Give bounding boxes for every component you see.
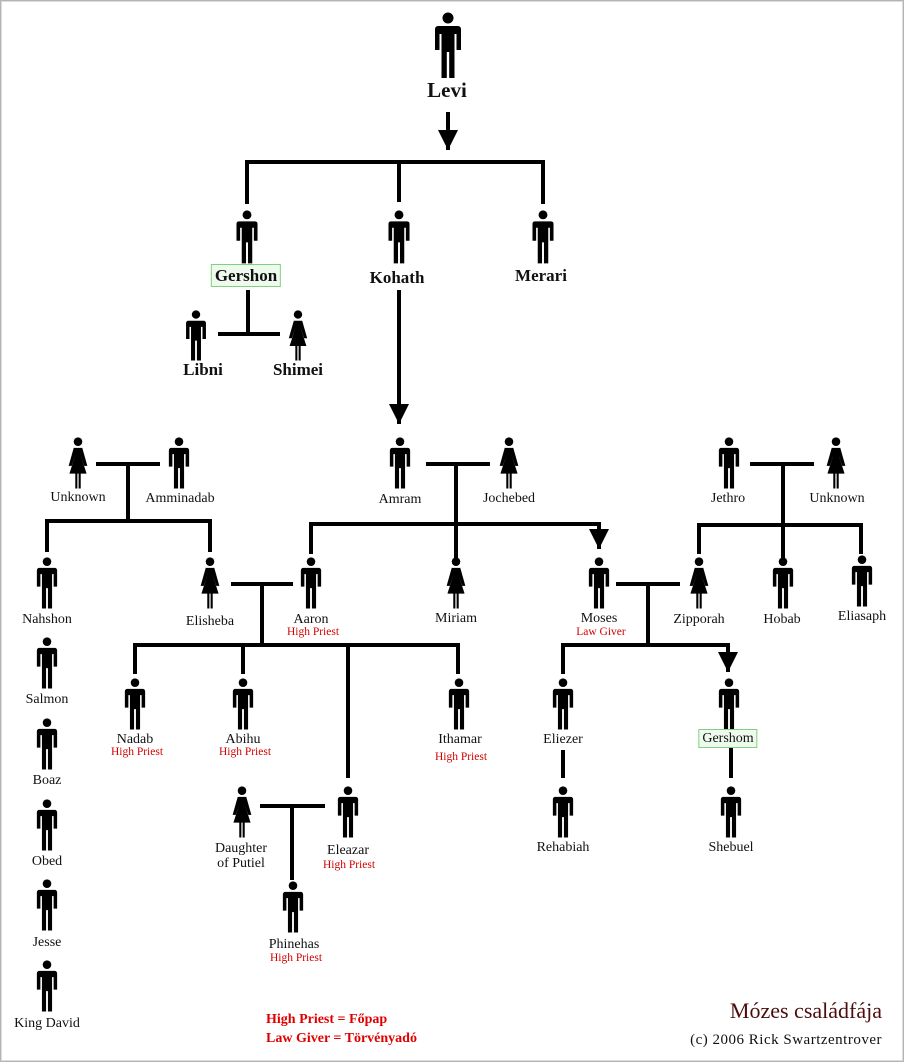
male-figure-icon: [36, 960, 58, 1012]
female-figure-icon: [499, 437, 519, 489]
female-figure-icon: [232, 786, 252, 838]
person-jesse: Jesse: [32, 935, 62, 950]
female-figure-icon: [288, 310, 308, 361]
male-figure-icon: [388, 210, 410, 264]
male-figure-icon: [552, 786, 574, 838]
male-figure-icon: [532, 210, 554, 264]
male-figure-icon: [124, 678, 146, 730]
person-aaron: Aaron: [293, 612, 329, 627]
person-king-david: King David: [14, 1016, 80, 1031]
male-figure-icon: [236, 210, 258, 264]
person-gershon: Gershon: [210, 264, 282, 287]
person-boaz: Boaz: [32, 773, 62, 788]
male-figure-icon: [389, 437, 411, 489]
male-figure-icon: [232, 678, 254, 730]
legend-high-priest: High Priest = Főpap: [266, 1012, 388, 1027]
diagram-title: Mózes családfája: [729, 998, 882, 1023]
role-eleazar: High Priest: [322, 859, 376, 871]
person-jochebed: Jochebed: [482, 491, 536, 506]
male-figure-icon: [36, 557, 58, 609]
person-salmon: Salmon: [25, 692, 69, 707]
male-figure-icon: [186, 310, 206, 361]
person-unknown-right: Unknown: [809, 491, 865, 506]
male-figure-icon: [448, 678, 470, 730]
person-levi: Levi: [427, 78, 467, 102]
person-gershom: Gershom: [698, 729, 758, 748]
female-figure-icon: [826, 437, 846, 489]
female-figure-icon: [446, 557, 466, 609]
person-unknown-left: Unknown: [50, 490, 106, 505]
person-ithamar: Ithamar: [438, 732, 482, 747]
female-figure-icon: [68, 437, 88, 489]
person-nahshon: Nahshon: [22, 612, 72, 627]
male-figure-icon: [718, 437, 740, 489]
male-figure-icon: [772, 557, 794, 609]
male-figure-icon: [282, 881, 304, 933]
person-miriam: Miriam: [435, 611, 477, 626]
male-figure-icon: [718, 678, 740, 730]
person-eleazar: Eleazar: [327, 843, 369, 858]
person-amram: Amram: [378, 492, 422, 507]
male-figure-icon: [36, 799, 58, 851]
person-shimei: Shimei: [272, 360, 324, 379]
female-figure-icon: [689, 557, 709, 609]
role-ithamar: High Priest: [434, 751, 488, 763]
person-elisheba: Elisheba: [185, 614, 235, 629]
male-figure-icon: [36, 718, 58, 770]
person-moses: Moses: [580, 611, 618, 626]
person-zipporah: Zipporah: [673, 612, 725, 627]
person-obed: Obed: [31, 854, 63, 869]
person-rehabiah: Rehabiah: [536, 840, 590, 855]
male-figure-icon: [720, 786, 742, 838]
person-abihu: Abihu: [225, 732, 261, 747]
male-figure-icon: [36, 879, 58, 931]
male-figure-icon: [168, 437, 190, 489]
person-gershon-label: Gershon: [210, 264, 282, 287]
person-hobab: Hobab: [763, 612, 801, 627]
person-amminadab: Amminadab: [145, 491, 215, 506]
male-figure-icon: [435, 12, 461, 78]
person-eliezer: Eliezer: [543, 732, 583, 747]
male-figure-icon: [588, 557, 610, 609]
person-merari: Merari: [515, 266, 567, 285]
person-shebuel: Shebuel: [708, 840, 754, 855]
legend-law-giver: Law Giver = Törvényadó: [266, 1031, 417, 1046]
role-moses: Law Giver: [576, 626, 626, 638]
male-figure-icon: [337, 786, 359, 838]
male-figure-icon: [300, 557, 322, 609]
person-libni: Libni: [183, 360, 223, 379]
person-jethro: Jethro: [710, 491, 746, 506]
female-figure-icon: [200, 557, 220, 609]
person-kohath: Kohath: [369, 268, 425, 287]
role-nadab: High Priest: [110, 746, 164, 758]
male-figure-icon: [36, 637, 58, 689]
role-phinehas: High Priest: [269, 952, 323, 964]
daughter-line-2: of Putiel: [217, 856, 265, 871]
role-aaron: High Priest: [286, 626, 340, 638]
person-gershom-label: Gershom: [698, 729, 758, 748]
person-eliasaph: Eliasaph: [837, 609, 887, 624]
male-figure-icon: [851, 555, 873, 607]
person-phinehas: Phinehas: [268, 937, 320, 952]
male-figure-icon: [552, 678, 574, 730]
role-abihu: High Priest: [218, 746, 272, 758]
copyright-credit: (c) 2006 Rick Swartzentrover: [690, 1032, 882, 1048]
daughter-line-1: Daughter: [214, 841, 268, 856]
person-nadab: Nadab: [116, 732, 154, 747]
